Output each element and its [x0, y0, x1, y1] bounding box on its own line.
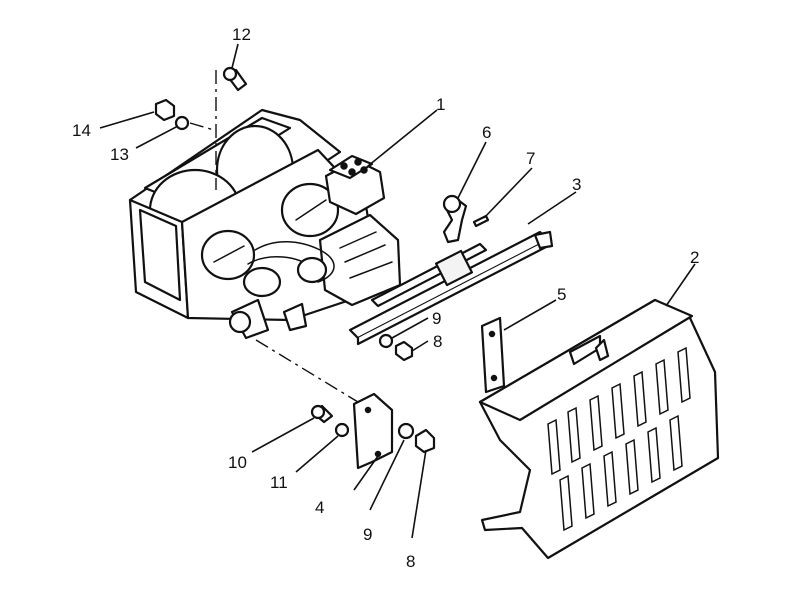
leader-1	[367, 109, 438, 167]
fasteners	[154, 66, 436, 454]
callout-1: 1	[436, 95, 445, 114]
mounting-bar	[348, 230, 554, 346]
small-bracket	[480, 316, 506, 394]
leader-lines	[99, 43, 696, 539]
valve-assembly	[128, 108, 402, 340]
leader-5	[503, 299, 557, 331]
callout-14: 14	[72, 121, 91, 140]
leader-8a	[411, 340, 429, 352]
callout-13: 13	[110, 145, 129, 164]
callout-6: 6	[482, 123, 491, 142]
callout-9-lower: 9	[363, 525, 372, 544]
callout-5: 5	[557, 285, 566, 304]
callout-8-upper: 8	[433, 332, 442, 351]
callout-9-upper: 9	[432, 309, 441, 328]
leader-10	[251, 417, 315, 453]
leader-11	[295, 435, 339, 473]
callout-labels: 1 2 3 4 5 6 7 8 8 9 9 10 11 12 13 14	[72, 25, 699, 571]
leader-3	[527, 191, 577, 225]
leader-7	[483, 167, 533, 219]
leader-4	[353, 455, 379, 491]
callout-8-lower: 8	[406, 552, 415, 571]
callout-10: 10	[228, 453, 247, 472]
leader-9a	[391, 317, 429, 339]
lower-bracket	[352, 392, 394, 470]
leader-2	[665, 263, 696, 307]
callout-11: 11	[270, 473, 288, 492]
leader-14	[99, 111, 155, 129]
leader-9b	[369, 439, 405, 511]
callout-2: 2	[690, 248, 699, 267]
callout-3: 3	[572, 175, 581, 194]
linkage-and-pin	[442, 194, 490, 244]
cover-panel	[478, 298, 720, 560]
leader-13	[135, 125, 179, 149]
leader-8b	[411, 449, 427, 539]
leader-12	[231, 43, 239, 69]
callout-12: 12	[232, 25, 251, 44]
leader-6	[457, 141, 487, 199]
alignment-lines	[189, 70, 359, 403]
callout-4: 4	[315, 498, 324, 517]
callout-7: 7	[526, 149, 535, 168]
